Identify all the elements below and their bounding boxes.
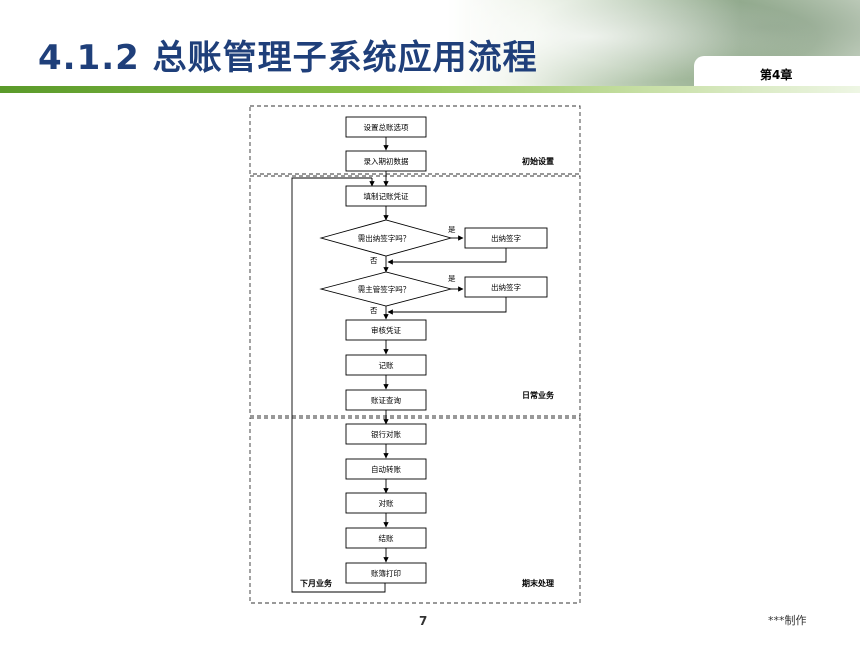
step-check-accounts: 对账 <box>345 492 427 514</box>
step-review-voucher-label: 审核凭证 <box>371 325 401 335</box>
step-auto-transfer-label: 自动转账 <box>371 464 401 474</box>
return-branch-2 <box>387 297 507 315</box>
step-check-accounts-label: 对账 <box>379 498 394 508</box>
header-divider <box>0 86 860 93</box>
chapter-label: 第4章 <box>760 68 793 82</box>
step-fill-voucher: 填制记账凭证 <box>345 185 427 207</box>
step-set-options: 设置总账选项 <box>345 116 427 138</box>
step-auto-transfer: 自动转账 <box>345 458 427 480</box>
step-cashier-sign-1: 出纳签字 <box>464 227 548 249</box>
section-label-next-month: 下月业务 <box>300 578 333 588</box>
step-cashier-sign-2: 出纳签字 <box>464 276 548 298</box>
no-label-1: 否 <box>370 256 378 265</box>
step-voucher-query-label: 账证查询 <box>371 395 401 405</box>
step-print-books: 账簿打印 <box>345 562 427 584</box>
yes-label-1: 是 <box>448 225 456 234</box>
step-cashier-sign-1-label: 出纳签字 <box>491 233 521 243</box>
step-close-accounts: 结账 <box>345 527 427 549</box>
section-label-period-end: 期末处理 <box>522 578 554 588</box>
decision-supervisor: 需主管签字吗？ <box>319 271 453 307</box>
section-frame-setup <box>249 105 581 175</box>
step-review-voucher: 审核凭证 <box>345 319 427 341</box>
section-label-daily: 日常业务 <box>522 390 555 400</box>
step-post-ledger: 记账 <box>345 354 427 376</box>
section-frame-period-end <box>249 417 581 604</box>
decision-cashier: 需出纳签字吗？ <box>319 219 453 257</box>
step-enter-balances: 录入期初数据 <box>345 150 427 172</box>
decision-cashier-label: 需出纳签字吗？ <box>358 233 411 243</box>
page-number: 7 <box>419 614 428 628</box>
maker-credit: ***制作 <box>768 614 807 627</box>
slide-title: 4.1.2 总账管理子系统应用流程 <box>38 38 538 78</box>
return-branch-1 <box>387 248 507 265</box>
step-enter-balances-label: 录入期初数据 <box>364 156 409 166</box>
step-bank-reconcile: 银行对账 <box>345 423 427 445</box>
step-post-ledger-label: 记账 <box>379 361 394 370</box>
step-close-accounts-label: 结账 <box>379 533 394 543</box>
step-bank-reconcile-label: 银行对账 <box>371 429 401 439</box>
step-voucher-query: 账证查询 <box>345 389 427 411</box>
next-month-loop <box>291 177 386 593</box>
section-frame-daily <box>249 175 581 417</box>
decision-supervisor-label: 需主管签字吗？ <box>358 284 411 294</box>
step-cashier-sign-2-label: 出纳签字 <box>491 282 521 292</box>
no-label-2: 否 <box>370 306 378 315</box>
section-label-setup: 初始设置 <box>522 156 554 166</box>
step-set-options-label: 设置总账选项 <box>364 122 409 132</box>
step-fill-voucher-label: 填制记账凭证 <box>364 191 409 201</box>
step-print-books-label: 账簿打印 <box>371 568 401 578</box>
yes-label-2: 是 <box>448 274 456 283</box>
